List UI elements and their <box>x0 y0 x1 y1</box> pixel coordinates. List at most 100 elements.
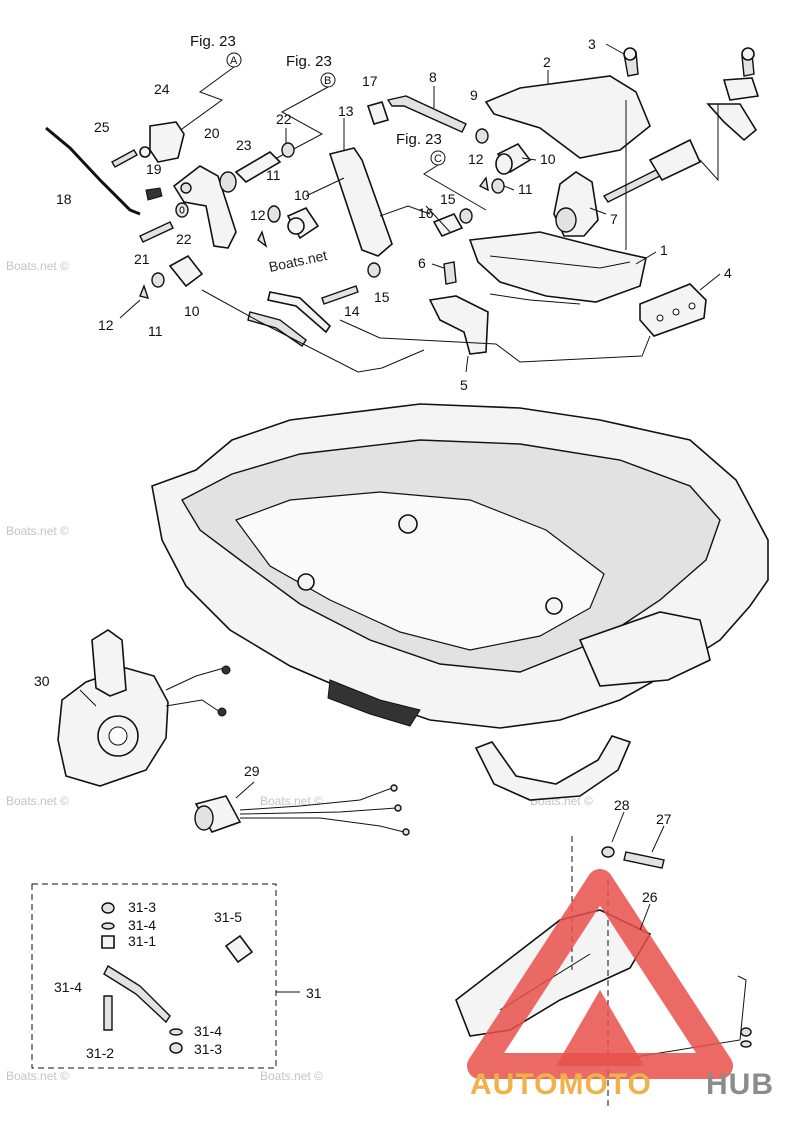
washer-15 <box>459 208 473 224</box>
curved-strap <box>474 735 632 801</box>
part-label: 19 <box>146 161 162 177</box>
watermark: Boats.net © <box>260 794 323 808</box>
label-leaders <box>79 43 721 993</box>
logo-text-auto: AUTOMOTO <box>470 1068 652 1101</box>
pin-12 <box>257 230 268 248</box>
bolt-21 <box>139 221 174 243</box>
figure-ref-label: Fig. 23 <box>396 131 442 148</box>
part-label: 1 <box>660 242 668 258</box>
kit-31-box <box>31 883 277 1069</box>
part-label: 21 <box>134 251 150 267</box>
part-label: 31-3 <box>194 1041 222 1057</box>
joint-10 <box>286 206 320 240</box>
part-label: 12 <box>98 317 114 333</box>
part-label: 18 <box>56 191 72 207</box>
washer-9 <box>475 128 489 144</box>
bushing-10b <box>495 142 532 175</box>
part-label: 31-4 <box>54 979 82 995</box>
bolt-and-spring-right <box>602 138 702 203</box>
figure-ref-leader <box>174 66 235 135</box>
part-label: 12 <box>468 151 484 167</box>
part-label: 10 <box>184 303 200 319</box>
bolt-top-right <box>706 47 760 142</box>
washer-11c <box>491 178 505 194</box>
figure-ref-label: Fig. 23 <box>190 33 236 50</box>
part-label: 3 <box>588 36 596 52</box>
part-label: 6 <box>418 255 426 271</box>
part-label: 15 <box>374 289 390 305</box>
lever-13 <box>328 147 393 257</box>
watermark: Boats.net © <box>260 1069 323 1083</box>
part-label: 9 <box>470 87 478 103</box>
part-label: 29 <box>244 763 260 779</box>
pad-4 <box>639 283 707 337</box>
switch-harness-29 <box>194 784 410 836</box>
holder-17 <box>366 101 390 125</box>
automotohub-logo: AUTOMOTO HUB <box>467 869 774 1101</box>
part-label: 11 <box>266 167 281 183</box>
bolt-14 <box>321 285 359 305</box>
part-label: 26 <box>642 889 658 905</box>
part-label: 30 <box>34 673 50 689</box>
bolt-3 <box>623 47 639 77</box>
part-label: 24 <box>154 81 170 97</box>
figure-ref-label: Fig. 23 <box>286 53 332 70</box>
cover-2 <box>484 75 651 159</box>
bolt-6 <box>443 261 457 285</box>
part-label: 31-2 <box>86 1045 114 1061</box>
part-label: 22 <box>176 231 192 247</box>
part-label: 10 <box>294 187 310 203</box>
bracket-24 <box>149 121 185 163</box>
washer-11 <box>267 205 281 223</box>
figure-ref-c: Fig. 23 C <box>396 131 487 211</box>
part-label: 31 <box>306 985 322 1001</box>
part-label: 14 <box>344 303 360 319</box>
part-label: 16 <box>418 205 434 221</box>
logo-text-hub: HUB <box>706 1068 774 1101</box>
kit-31-parts <box>101 902 254 1054</box>
part-label: 7 <box>610 211 618 227</box>
bolt-25 <box>111 146 151 168</box>
cam-7 <box>553 171 599 237</box>
part-label: 22 <box>276 111 292 127</box>
part-label: 27 <box>656 811 672 827</box>
part-label: 20 <box>204 125 220 141</box>
bushing-16 <box>432 212 464 238</box>
clip-19 <box>145 187 163 201</box>
assembly-lines <box>201 100 719 470</box>
bottom-cowling <box>151 403 769 729</box>
part-label: 5 <box>460 377 468 393</box>
part-label: 17 <box>362 73 378 89</box>
part-label: 31-3 <box>128 899 156 915</box>
washer-15b <box>367 262 381 278</box>
pin-12b <box>139 283 150 299</box>
part-label: 31-1 <box>128 933 156 949</box>
figure-ref-letter: C <box>434 153 442 165</box>
part-label: 23 <box>236 137 252 153</box>
part-label: 10 <box>540 151 556 167</box>
part-label: 15 <box>440 191 456 207</box>
part-label: 4 <box>724 265 732 281</box>
part-label: 11 <box>518 181 533 197</box>
figure-ref-b: Fig. 23 B <box>257 53 336 169</box>
figure-ref-letter: B <box>324 75 331 87</box>
watermark: Boats.net © <box>6 1069 69 1083</box>
part-label: 2 <box>543 54 551 70</box>
figure-ref-a: Fig. 23 A <box>174 33 242 135</box>
watermark: Boats.net © <box>6 794 69 808</box>
washer-11b <box>151 272 165 288</box>
washer-22b <box>281 142 295 158</box>
pin-12c <box>478 176 489 192</box>
part-label: 28 <box>614 797 630 813</box>
part-label: 8 <box>429 69 437 85</box>
bracket-5 <box>428 295 489 355</box>
watermark: Boats.net © <box>6 259 69 273</box>
watermark: Boats.net © <box>6 524 69 538</box>
control-rod-18 <box>45 126 141 216</box>
part-label: 13 <box>338 103 354 119</box>
part-label: 31-4 <box>128 917 156 933</box>
base-1 <box>468 231 647 303</box>
watermark: Boats.net <box>267 247 328 275</box>
part-label: 11 <box>148 323 163 339</box>
